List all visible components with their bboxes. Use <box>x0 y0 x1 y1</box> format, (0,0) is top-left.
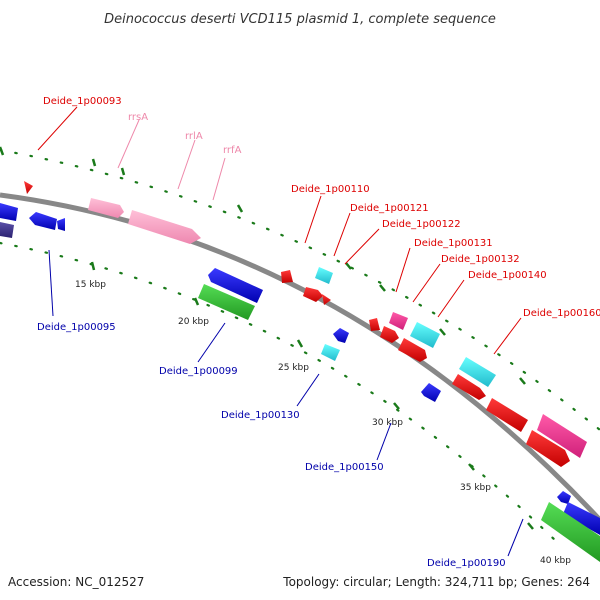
leader-lines <box>37 106 524 557</box>
gene-navy-left-a <box>0 203 18 221</box>
label-deide-1p00160: Deide_1p00160 <box>523 308 600 319</box>
label-deide-1p00132: Deide_1p00132 <box>441 254 520 265</box>
outer-guide-ring <box>0 148 600 432</box>
gene-navy-left-b <box>0 222 14 238</box>
scale-label-35kbp: 35 kbp <box>460 483 491 493</box>
label-rrfA: rrfA <box>223 145 242 156</box>
outer-labels: Deide_1p00093 rrsA rrlA rrfA Deide_1p001… <box>43 96 600 319</box>
gene-deide-1p00131 <box>369 318 380 331</box>
gene-deide-1p00121 <box>315 267 333 284</box>
label-deide-1p00131: Deide_1p00131 <box>414 238 493 249</box>
gene-deide-1p00132 <box>389 312 408 330</box>
gene-deide-1p00093 <box>24 181 33 194</box>
gene-red-small-c <box>398 338 427 362</box>
gene-blue-small-a <box>57 218 65 231</box>
gene-blue-small-c <box>333 328 349 343</box>
summary-text: Topology: circular; Length: 324,711 bp; … <box>282 575 590 589</box>
gene-deide-1p00110 <box>281 270 293 283</box>
inner-labels: Deide_1p00095 Deide_1p00099 Deide_1p0013… <box>37 322 506 569</box>
gene-rrlA <box>128 210 201 244</box>
label-rrsA: rrsA <box>128 112 148 123</box>
gene-cyan-c <box>459 357 496 387</box>
gene-deide-1p00160 <box>537 414 587 458</box>
scale-label-30kbp: 30 kbp <box>372 418 403 428</box>
gene-rrsA <box>88 198 124 218</box>
label-deide-1p00150: Deide_1p00150 <box>305 462 384 473</box>
gene-red-small-a <box>322 294 331 305</box>
gene-red-e <box>486 398 528 432</box>
gene-red-f <box>526 430 570 467</box>
inner-ticks <box>90 261 534 530</box>
scale-label-15kbp: 15 kbp <box>75 280 106 290</box>
scale-label-25kbp: 25 kbp <box>278 363 309 373</box>
backbone-arc <box>0 192 600 522</box>
gene-red-small-b <box>380 326 399 343</box>
gene-deide-1p00099 <box>198 284 255 320</box>
outer-genes <box>24 181 587 467</box>
gene-deide-1p00140 <box>410 322 440 348</box>
label-deide-1p00122: Deide_1p00122 <box>382 219 461 230</box>
inner-genes <box>0 203 600 562</box>
label-deide-1p00110: Deide_1p00110 <box>291 184 370 195</box>
gene-deide-1p00190 <box>541 502 600 562</box>
accession-text: Accession: NC_012527 <box>8 575 144 589</box>
label-rrlA: rrlA <box>185 131 203 142</box>
gene-blue-b <box>208 268 263 303</box>
label-deide-1p00099: Deide_1p00099 <box>159 366 238 377</box>
outer-ticks <box>0 146 526 385</box>
scale-label-20kbp: 20 kbp <box>178 317 209 327</box>
scale-label-40kbp: 40 kbp <box>540 556 571 566</box>
label-deide-1p00095: Deide_1p00095 <box>37 322 116 333</box>
gene-deide-1p00095 <box>29 212 57 230</box>
label-deide-1p00093: Deide_1p00093 <box>43 96 122 107</box>
label-deide-1p00140: Deide_1p00140 <box>468 270 547 281</box>
label-deide-1p00190: Deide_1p00190 <box>427 558 506 569</box>
label-deide-1p00121: Deide_1p00121 <box>350 203 429 214</box>
label-deide-1p00130: Deide_1p00130 <box>221 410 300 421</box>
gene-deide-1p00130 <box>321 344 340 361</box>
gene-deide-1p00122 <box>303 287 323 302</box>
gene-red-d <box>452 374 486 400</box>
map-title: Deinococcus deserti VCD115 plasmid 1, co… <box>104 12 496 27</box>
gene-blue-e <box>563 502 600 535</box>
gene-blue-small-d <box>557 491 571 504</box>
gene-deide-1p00150 <box>421 383 441 402</box>
